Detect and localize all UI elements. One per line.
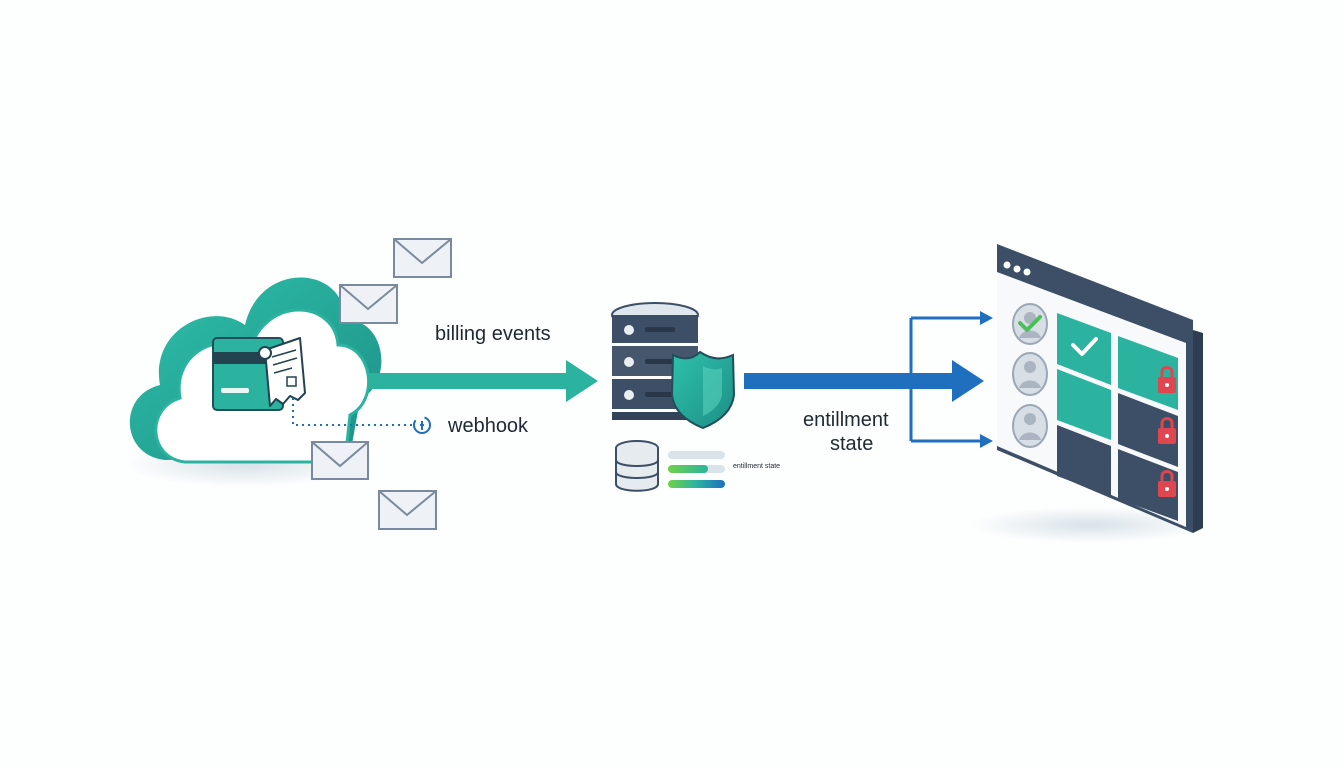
envelope-icon (311, 441, 369, 480)
shield-icon (670, 350, 736, 430)
avatar-icon (1012, 404, 1048, 448)
db-caption-label: entillment state (733, 463, 780, 470)
server-icon (611, 302, 699, 420)
entitlement-label-line1: entillment (803, 409, 889, 431)
lock-icon (1158, 417, 1176, 444)
envelope-icon (339, 284, 398, 324)
avatar-icon (1012, 352, 1048, 396)
tile-unlocked (1057, 369, 1111, 440)
lock-icon (1158, 366, 1176, 393)
tile-locked (1118, 393, 1178, 467)
tile-locked (1118, 449, 1178, 521)
webhook-label: webhook (447, 415, 529, 437)
check-icon (1018, 315, 1042, 332)
billing-events-label: billing events (435, 323, 551, 345)
state-bars (668, 451, 725, 488)
check-icon (1071, 337, 1098, 356)
webhook-connector (292, 398, 431, 434)
envelope-icon (378, 490, 437, 530)
branch-arrows (909, 311, 993, 448)
receipt-icon (258, 337, 306, 407)
envelope-icon (393, 238, 452, 278)
database-icon (615, 440, 659, 492)
tile-locked (1057, 425, 1111, 496)
avatar-icon (1012, 303, 1048, 345)
lock-icon (1158, 470, 1176, 497)
entitlement-label-line2: state (830, 433, 873, 455)
entitlement-state-arrow (744, 360, 984, 402)
billing-events-arrow (368, 360, 598, 402)
